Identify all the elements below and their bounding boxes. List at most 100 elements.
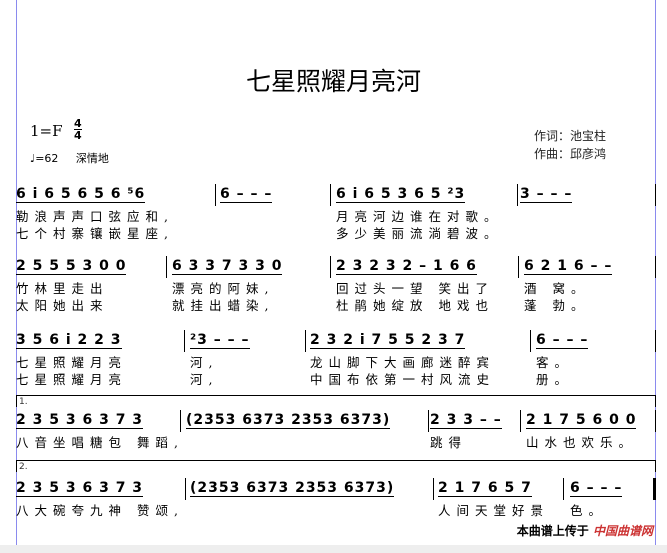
barline xyxy=(433,478,434,500)
barline xyxy=(655,184,656,206)
note-group: 2 5 5 5 3 0 0 xyxy=(16,258,127,275)
measure-notes: ²3 – – – xyxy=(190,332,250,349)
lyric-verse-1: 勒浪声声口弦应和, xyxy=(16,209,174,224)
lyric-verse-2: 中国布依第一村风流史 xyxy=(310,372,496,387)
measure-notes: 6 i 6 5 3 6 5 ²3 xyxy=(336,186,466,203)
volta-tick xyxy=(16,395,17,407)
volta-number: 1. xyxy=(19,397,28,407)
lyric-verse-2: 就挂出蜡染, xyxy=(172,298,275,313)
lyric-verse-1: 漂亮的阿妹, xyxy=(172,281,275,296)
final-barline xyxy=(653,478,656,500)
note-group: 2 3 2 i 7 5 5 2 3 7 xyxy=(310,332,466,349)
note-group: (2353 6373 2353 6373) xyxy=(186,412,391,429)
lyric-verse-1: 七星照耀月亮 xyxy=(16,355,128,370)
barline xyxy=(518,256,519,278)
lyric-verse-1: 客。 xyxy=(536,355,574,370)
lyric-verse-2: 蓬 勃。 xyxy=(524,298,590,313)
measure-notes: 6 – – – xyxy=(536,332,589,349)
barline xyxy=(184,330,185,352)
note-group: (2353 6373 2353 6373) xyxy=(190,480,395,497)
measure-notes: 2 3 2 i 7 5 5 2 3 7 xyxy=(310,332,466,349)
note-group: 6 – – – xyxy=(536,332,589,349)
note-group: 2 1 7 6 5 7 xyxy=(438,480,532,497)
note-group: 3 5 6 i 2 2 3 xyxy=(16,332,122,349)
lyric-verse-1: 山水也欢乐。 xyxy=(526,435,638,450)
measure-notes: 2 3 5 3 6 3 7 3 xyxy=(16,480,144,497)
time-bottom: 4 xyxy=(74,129,82,142)
time-top: 4 xyxy=(74,117,82,130)
lyric-verse-1: 回过头一望 笑出了 xyxy=(336,281,494,296)
note-group: 6 – – – xyxy=(220,186,273,203)
barline xyxy=(530,330,531,352)
lyric-verse-1: 月亮河边谁在对歌。 xyxy=(336,209,503,224)
song-title: 七星照耀月亮河 xyxy=(245,67,421,96)
lyric-verse-2: 河, xyxy=(190,372,219,387)
volta-tick xyxy=(655,395,656,407)
note-group: 6 i 6 5 3 6 5 ²3 xyxy=(336,186,466,203)
barline xyxy=(563,478,564,500)
lyric-verse-1: 酒 窝。 xyxy=(524,281,590,296)
note-group: 2 1 7 5 6 0 0 xyxy=(526,412,637,429)
lyric-verse-2: 七星照耀月亮 xyxy=(16,372,128,387)
lyric-verse-2: 杜鹃她绽放 地戏也 xyxy=(336,298,494,313)
tempo-mark: ♩=62 xyxy=(30,152,59,165)
barline xyxy=(185,478,186,500)
note-group: 2 3 3 – – xyxy=(430,412,502,429)
barline xyxy=(180,410,181,432)
credit-text: 本曲谱上传于 xyxy=(516,524,589,538)
note-group: 6 – – – xyxy=(570,480,623,497)
measure-notes: 3 5 6 i 2 2 3 xyxy=(16,332,122,349)
measure-notes: 2 3 2 3 2 – 1 6 6 xyxy=(336,258,477,275)
volta-number: 2. xyxy=(19,462,28,472)
note-group: 2 3 2 3 2 – 1 6 6 xyxy=(336,258,477,275)
measure-notes: 6 2 1 6 – – xyxy=(524,258,613,275)
page-margin-left xyxy=(16,0,17,545)
lyric-verse-1: 河, xyxy=(190,355,219,370)
lyric-verse-1: 色。 xyxy=(570,503,608,518)
expression-mark: 深情地 xyxy=(75,152,109,165)
volta-tick xyxy=(16,460,17,472)
composer: 作曲：邱彦鸿 xyxy=(534,147,607,161)
barline xyxy=(655,330,656,352)
measure-notes: 6 3 3 7 3 3 0 xyxy=(172,258,283,275)
tempo: ♩=62 深情地 xyxy=(30,150,109,166)
lyricist: 作词：池宝柱 xyxy=(534,129,607,143)
measure-notes: 6 i 6 5 6 5 6 ⁵6 xyxy=(16,186,146,203)
measure-notes: 6 – – – xyxy=(220,186,273,203)
lyric-verse-1: 八音坐唱糖包 舞蹈, xyxy=(16,435,184,450)
barline xyxy=(655,256,656,278)
barline xyxy=(166,256,167,278)
upload-credit: 本曲谱上传于 中国曲谱网 xyxy=(517,522,653,539)
barline xyxy=(305,330,306,352)
lyric-verse-1: 竹林里走出 xyxy=(16,281,109,296)
note-group: 6 3 3 7 3 3 0 xyxy=(172,258,283,275)
lyric-verse-2: 多少美丽流淌碧波。 xyxy=(336,226,503,241)
measure-notes: (2353 6373 2353 6373) xyxy=(186,412,391,429)
volta-bracket xyxy=(16,395,656,396)
key-signature: 1=F xyxy=(30,122,63,140)
note-group: 2 3 5 3 6 3 7 3 xyxy=(16,480,144,497)
site-logo[interactable]: 中国曲谱网 xyxy=(592,524,653,538)
lyric-verse-2: 册。 xyxy=(536,372,574,387)
measure-notes: 3 – – – xyxy=(520,186,573,203)
measure-notes: (2353 6373 2353 6373) xyxy=(190,480,395,497)
barline xyxy=(520,410,521,432)
note-group: ²3 – – – xyxy=(190,332,250,349)
lyric-verse-2: 七个村寨镶嵌星座, xyxy=(16,226,174,241)
volta-bracket xyxy=(16,460,656,461)
measure-notes: 2 3 3 – – xyxy=(430,412,502,429)
barline xyxy=(330,184,331,206)
lyric-verse-2: 太阳她出来 xyxy=(16,298,109,313)
barline xyxy=(655,410,656,432)
barline xyxy=(215,184,216,206)
lyric-verse-1: 人间天堂好景 xyxy=(438,503,550,518)
note-group: 3 – – – xyxy=(520,186,573,203)
lyric-verse-1: 八大碗夸九神 赞颂, xyxy=(16,503,184,518)
horizontal-scrollbar[interactable] xyxy=(0,545,667,553)
measure-notes: 2 5 5 5 3 0 0 xyxy=(16,258,127,275)
barline xyxy=(330,256,331,278)
barline xyxy=(517,184,518,206)
measure-notes: 2 3 5 3 6 3 7 3 xyxy=(16,412,144,429)
